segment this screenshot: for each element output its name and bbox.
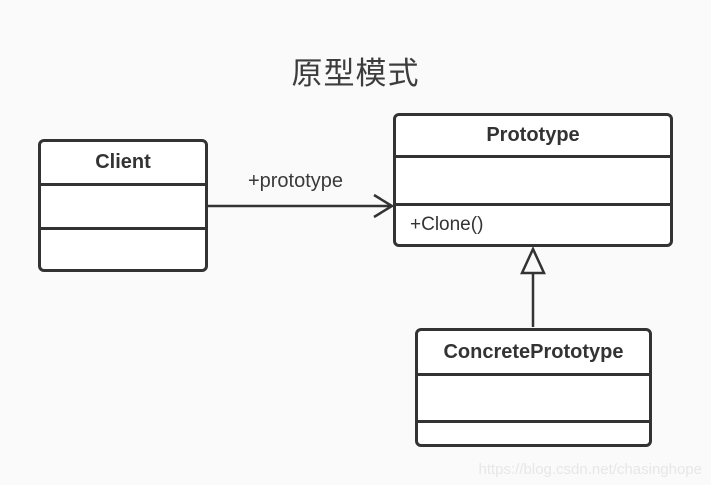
prototype-class-box: Prototype +Clone()	[393, 113, 673, 247]
prototype-class-name: Prototype	[396, 116, 670, 158]
concrete-prototype-methods-compartment	[418, 423, 649, 444]
watermark: https://blog.csdn.net/chasinghope	[478, 461, 703, 478]
generalization-hollow-triangle-icon	[520, 245, 546, 275]
concrete-prototype-class-name: ConcretePrototype	[418, 331, 649, 376]
diagram-title: 原型模式	[291, 56, 420, 91]
client-class-name: Client	[41, 142, 205, 186]
client-methods-compartment	[41, 230, 205, 269]
prototype-attributes-compartment	[396, 158, 670, 206]
client-class-box: Client	[38, 139, 208, 272]
association-open-arrowhead-icon	[373, 193, 395, 219]
concrete-prototype-attributes-compartment	[418, 376, 649, 423]
association-label: +prototype	[247, 170, 344, 192]
concrete-prototype-class-box: ConcretePrototype	[415, 328, 652, 447]
client-attributes-compartment	[41, 186, 205, 230]
prototype-clone-method-label: +Clone()	[410, 214, 484, 235]
